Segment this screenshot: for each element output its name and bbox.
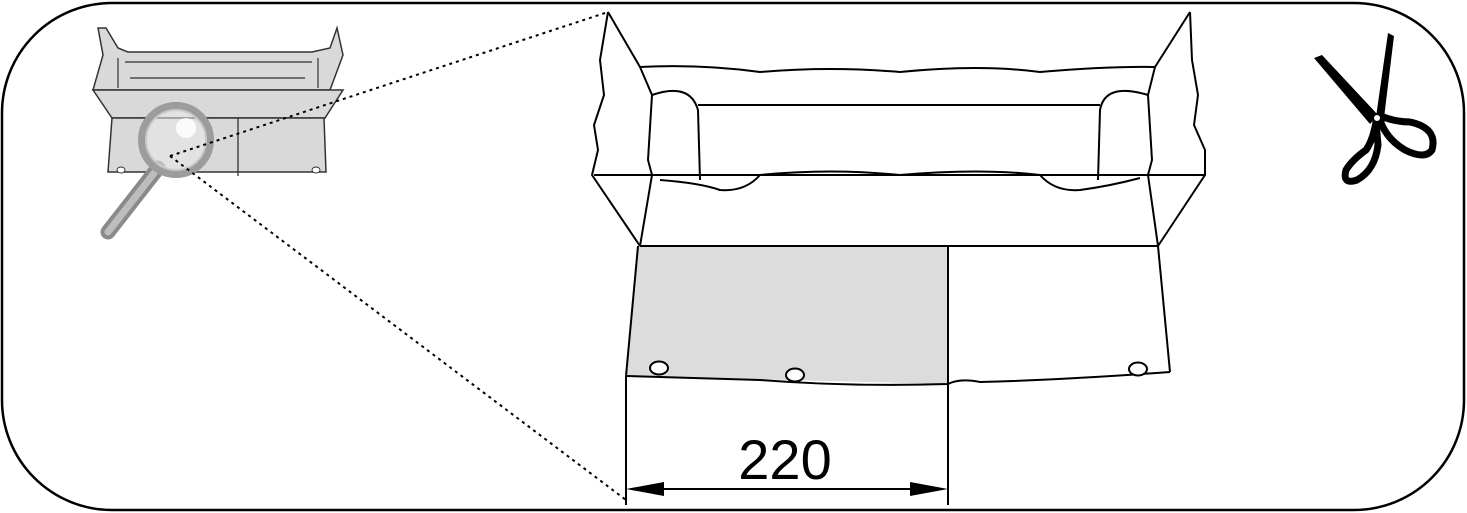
cut-area bbox=[626, 246, 948, 384]
mounting-hole bbox=[649, 360, 669, 376]
magnifier-icon bbox=[100, 102, 214, 240]
mounting-hole bbox=[785, 367, 805, 383]
scissors-icon bbox=[1314, 33, 1437, 185]
tray-enlarged bbox=[591, 11, 1206, 505]
dimension-arrow-right bbox=[910, 482, 948, 496]
dimension-arrow-left bbox=[626, 482, 664, 496]
dimension-label: 220 bbox=[738, 428, 831, 491]
mounting-hole bbox=[1128, 361, 1148, 377]
dimension-220: 220 bbox=[625, 376, 948, 505]
zoom-lines bbox=[169, 11, 627, 501]
